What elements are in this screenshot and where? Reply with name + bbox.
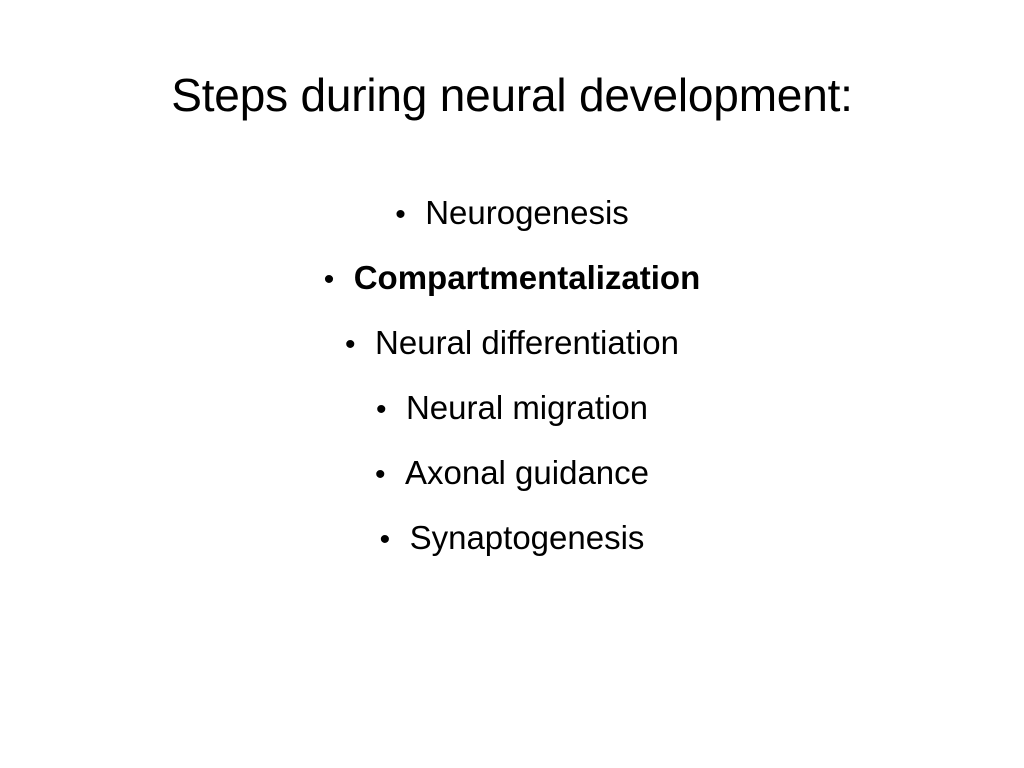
list-item-neurogenesis: • Neurogenesis <box>0 183 1024 248</box>
slide-title: Steps during neural development: <box>171 69 853 121</box>
list-item-axonal-guidance: • Axonal guidance <box>0 443 1024 508</box>
list-item-label: Compartmentalization <box>353 259 701 296</box>
list-item-compartmentalization: • Compartmentalization <box>0 248 1024 313</box>
list-item-label: Synaptogenesis <box>409 519 645 556</box>
list-item-label: Axonal guidance <box>404 454 650 491</box>
bullet-icon: • <box>395 198 406 231</box>
bullet-icon: • <box>375 393 387 426</box>
bullet-icon: • <box>379 523 391 556</box>
list-item-label: Neural differentiation <box>375 324 679 361</box>
list-item-label: Neurogenesis <box>425 194 629 231</box>
bullet-icon: • <box>345 328 356 361</box>
list-item-label: Neural migration <box>405 389 649 426</box>
list-item-neural-migration: • Neural migration <box>0 378 1024 443</box>
bullet-list: • Neurogenesis • Compartmentalization • … <box>0 183 1024 573</box>
list-item-synaptogenesis: • Synaptogenesis <box>0 508 1024 573</box>
bullet-icon: • <box>374 458 386 491</box>
list-item-neural-differentiation: • Neural differentiation <box>0 313 1024 378</box>
bullet-icon: • <box>323 263 335 296</box>
